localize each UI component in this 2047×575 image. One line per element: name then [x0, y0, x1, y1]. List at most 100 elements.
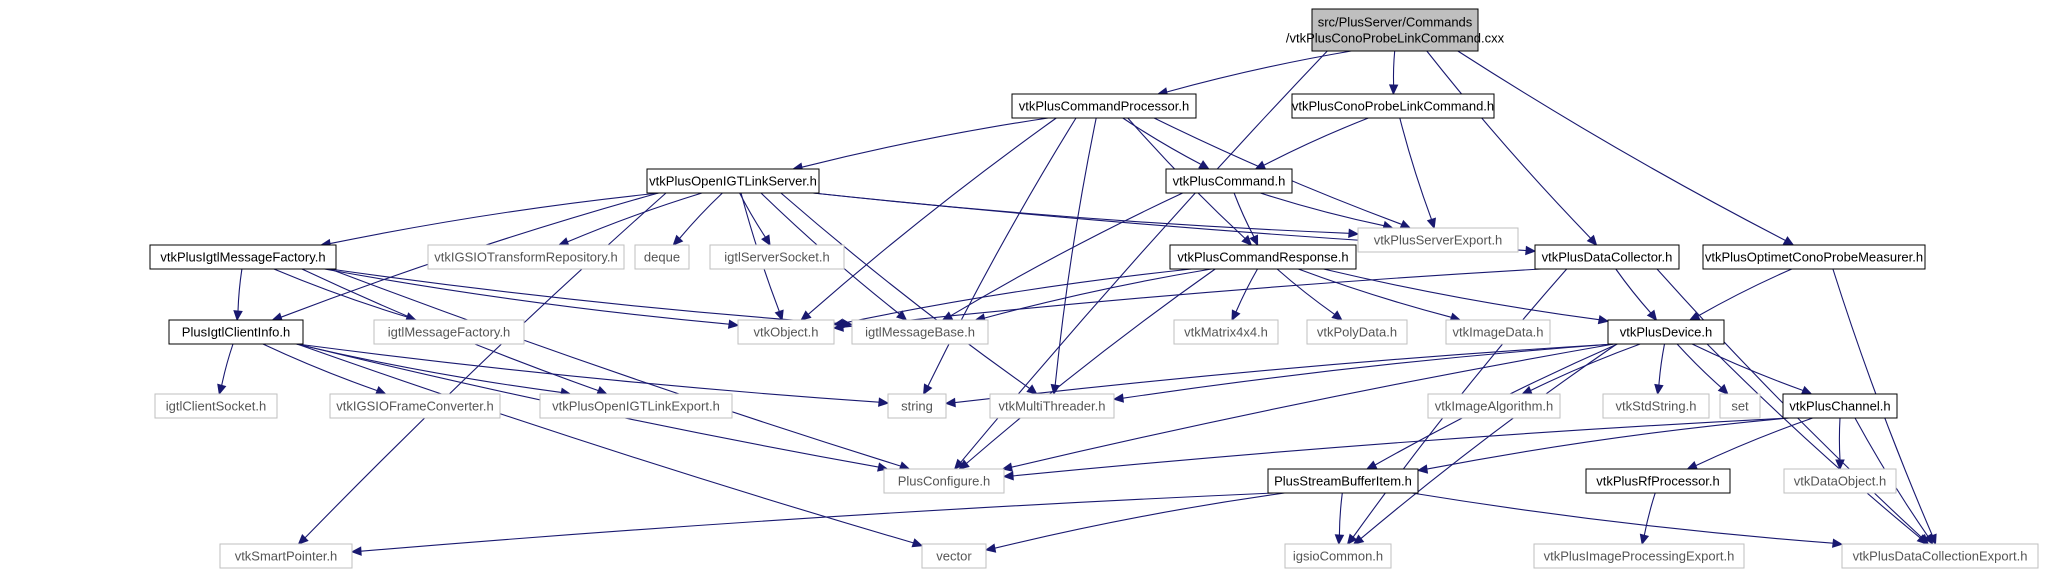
dependency-edge-device-to-set — [1676, 343, 1729, 395]
dependency-edge-cmdproc-to-command — [1122, 117, 1210, 170]
node-label: src/PlusServer/Commands — [1318, 15, 1473, 30]
node-polydata: vtkPolyData.h — [1306, 319, 1408, 345]
edge-line — [966, 268, 1216, 464]
node-multithread: vtkMultiThreader.h — [989, 393, 1115, 419]
edge-arrowhead — [1717, 383, 1729, 395]
edge-arrowhead — [1923, 533, 1934, 546]
node-igtlmsgbase: igtlMessageBase.h — [851, 319, 989, 345]
edge-arrowhead — [672, 234, 684, 246]
node-conoh[interactable]: vtkPlusConoProbeLinkCommand.h — [1291, 93, 1495, 119]
node-label: vtkPlusServerExport.h — [1374, 233, 1503, 248]
edge-arrowhead — [1002, 471, 1014, 481]
node-box — [921, 543, 987, 569]
edge-line — [807, 117, 1057, 315]
edge-line — [1457, 50, 1786, 241]
edge-arrowhead — [217, 383, 227, 396]
edge-line — [262, 343, 378, 392]
node-optimet[interactable]: vtkPlusOptimetConoProbeMeasurer.h — [1702, 244, 1926, 270]
node-box — [1607, 319, 1725, 345]
node-box — [1445, 319, 1551, 345]
node-label: deque — [644, 250, 680, 265]
edge-line — [304, 192, 667, 539]
node-command[interactable]: vtkPlusCommand.h — [1165, 168, 1293, 194]
node-box — [373, 319, 525, 345]
node-box — [1719, 393, 1761, 419]
node-box — [154, 393, 278, 419]
node-label: igtlMessageBase.h — [865, 325, 975, 340]
edge-arrowhead — [1331, 310, 1343, 321]
node-rfproc[interactable]: vtkPlusRfProcessor.h — [1585, 468, 1731, 494]
node-label: vtkPolyData.h — [1317, 325, 1397, 340]
dependency-edge-rfproc-to-imgprocexp — [1639, 492, 1656, 546]
edge-line — [324, 268, 730, 325]
node-box — [1427, 393, 1561, 419]
dependency-edge-msgfactory-to-igtlmsgfact — [273, 268, 417, 322]
edge-line — [329, 268, 844, 325]
dependency-edge-cmdresp-to-plusconf — [958, 268, 1216, 470]
node-cmdresp[interactable]: vtkPlusCommandResponse.h — [1169, 244, 1357, 270]
dependency-edge-root-to-conoh — [1388, 50, 1399, 96]
node-igtlmsgfact: igtlMessageFactory.h — [373, 319, 525, 345]
node-label: /vtkPlusConoProbeLinkCommand.cxx — [1286, 31, 1505, 46]
node-msgfactory[interactable]: vtkPlusIgtlMessageFactory.h — [149, 244, 337, 270]
node-datacoll[interactable]: vtkPlusDataCollector.h — [1534, 244, 1680, 270]
edge-arrowhead — [1426, 217, 1436, 230]
dependency-edge-device-to-channel — [1691, 343, 1813, 395]
dependency-edge-command-to-igtlmsgbase — [941, 192, 1183, 321]
node-streambuf[interactable]: PlusStreamBufferItem.h — [1267, 468, 1419, 494]
node-box — [1169, 244, 1357, 270]
edge-line — [1426, 417, 1790, 470]
node-box — [329, 393, 501, 419]
edge-arrowhead — [944, 397, 956, 408]
edge-line — [1276, 268, 1336, 315]
edge-arrowhead — [984, 543, 997, 553]
edge-line — [1263, 117, 1369, 166]
node-device[interactable]: vtkPlusDevice.h — [1607, 319, 1725, 345]
edge-line — [1697, 268, 1793, 317]
dependency-edge-streambuf-to-vector — [984, 492, 1285, 553]
edge-arrowhead — [1525, 245, 1537, 256]
node-label: PlusIgtlClientInfo.h — [182, 325, 290, 340]
edge-line — [1695, 417, 1813, 467]
edge-arrowhead — [1832, 538, 1844, 548]
dependency-edge-device-to-datacollexp — [1706, 343, 1928, 545]
node-box — [1284, 543, 1392, 569]
node-box — [149, 244, 337, 270]
edge-arrowhead — [1639, 533, 1650, 546]
dependency-edge-channel-to-dataobj — [1835, 417, 1845, 471]
dependency-edge-igtlserver-to-deque — [672, 192, 723, 246]
edge-arrowhead — [1835, 459, 1845, 471]
edge-line — [1260, 192, 1385, 227]
edge-line — [954, 343, 1615, 404]
node-label: vtkPlusImageProcessingExport.h — [1544, 549, 1735, 564]
node-channel[interactable]: vtkPlusChannel.h — [1782, 393, 1898, 419]
dependency-edge-igtlserver-to-multithread — [780, 192, 1038, 395]
node-vtkobject: vtkObject.h — [737, 319, 835, 345]
node-box — [634, 244, 690, 270]
node-label: vtkDataObject.h — [1794, 474, 1887, 489]
dependency-edge-cmdresp-to-matrix — [1231, 268, 1258, 322]
edge-line — [1122, 343, 1615, 399]
edge-line — [679, 192, 723, 239]
edge-line — [1298, 268, 1452, 318]
node-box — [646, 168, 820, 194]
node-box — [1267, 468, 1419, 494]
node-igtlserver[interactable]: vtkPlusOpenIGTLinkServer.h — [646, 168, 820, 194]
edge-arrowhead — [1365, 460, 1378, 470]
node-label: igtlClientSocket.h — [166, 399, 266, 414]
dependency-edge-device-to-igsiocommon — [1352, 343, 1618, 545]
dependency-edge-datacoll-to-vtkobject — [832, 268, 1542, 332]
edge-line — [1360, 343, 1618, 540]
edge-arrowhead — [1521, 385, 1533, 395]
node-clientinfo[interactable]: PlusIgtlClientInfo.h — [168, 319, 304, 345]
node-box — [887, 393, 947, 419]
dependency-edge-cmdresp-to-device — [1323, 268, 1610, 325]
edge-line — [360, 492, 1275, 552]
edge-line — [329, 192, 660, 245]
node-imagedata: vtkImageData.h — [1445, 319, 1551, 345]
edge-arrowhead — [953, 458, 965, 470]
edge-arrowhead — [1654, 383, 1664, 396]
dependency-edge-cmdproc-to-multithread — [1050, 117, 1097, 396]
node-box — [989, 393, 1115, 419]
node-cmdproc[interactable]: vtkPlusCommandProcessor.h — [1011, 93, 1197, 119]
